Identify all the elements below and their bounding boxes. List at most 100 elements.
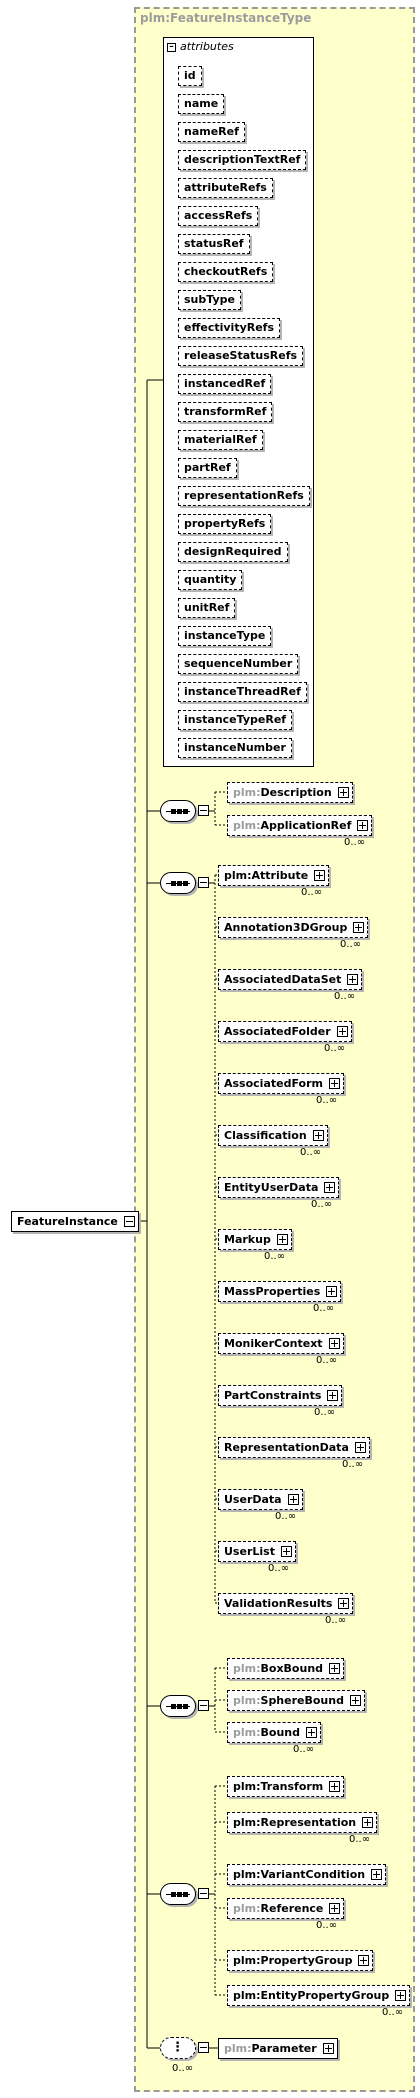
element-name: AssociatedForm xyxy=(224,1077,323,1090)
cardinality-label: 0..∞ xyxy=(275,1511,297,1522)
element-description[interactable]: plm:Description xyxy=(227,782,353,803)
expand-icon[interactable] xyxy=(322,2043,334,2054)
attribute-sequencenumber[interactable]: sequenceNumber xyxy=(178,654,299,674)
expand-icon[interactable] xyxy=(280,1546,292,1557)
element-applicationref[interactable]: plm:ApplicationRef xyxy=(227,815,373,836)
collapse-choice-icon[interactable] xyxy=(198,2042,209,2053)
root-element-featureinstance[interactable]: FeatureInstance xyxy=(11,1211,139,1232)
expand-icon[interactable] xyxy=(347,974,359,985)
element-reference[interactable]: plm:Reference xyxy=(227,1898,345,1919)
expand-icon[interactable] xyxy=(358,1955,370,1966)
attribute-releasestatusrefs[interactable]: releaseStatusRefs xyxy=(178,346,304,366)
element-associatedfolder[interactable]: AssociatedFolder xyxy=(218,1021,352,1042)
element-name: VariantCondition xyxy=(260,1868,366,1881)
element-entityuserdata[interactable]: EntityUserData xyxy=(218,1177,340,1198)
attribute-quantity[interactable]: quantity xyxy=(178,570,243,590)
element-transform[interactable]: plm:Transform xyxy=(227,1776,345,1797)
expand-icon[interactable] xyxy=(329,1781,341,1792)
element-userlist[interactable]: UserList xyxy=(218,1541,296,1562)
expand-icon[interactable] xyxy=(326,1286,338,1297)
element-variantcondition[interactable]: plm:VariantCondition xyxy=(227,1864,387,1885)
choice-compositor-icon[interactable]: ⋮ xyxy=(160,2037,196,2059)
expand-icon[interactable] xyxy=(357,820,369,831)
expand-icon[interactable] xyxy=(353,922,365,933)
attribute-instancethreadref[interactable]: instanceThreadRef xyxy=(178,682,307,702)
attribute-instancetype[interactable]: instanceType xyxy=(178,626,272,646)
attribute-attributerefs[interactable]: attributeRefs xyxy=(178,178,273,198)
expand-icon[interactable] xyxy=(338,1598,350,1609)
attribute-statusref[interactable]: statusRef xyxy=(178,234,250,254)
attribute-designrequired[interactable]: designRequired xyxy=(178,542,288,562)
expand-icon[interactable] xyxy=(395,1990,407,2001)
cardinality-label: 0..∞ xyxy=(324,1043,346,1054)
element-partconstraints[interactable]: PartConstraints xyxy=(218,1385,343,1406)
attribute-accessrefs[interactable]: accessRefs xyxy=(178,206,259,226)
element-associatedform[interactable]: AssociatedForm xyxy=(218,1073,344,1094)
expand-icon[interactable] xyxy=(312,1130,324,1141)
attribute-transformref[interactable]: transformRef xyxy=(178,402,273,422)
attribute-propertyrefs[interactable]: propertyRefs xyxy=(178,514,272,534)
collapse-sequence-icon[interactable] xyxy=(198,1700,209,1711)
attribute-instancetyperef[interactable]: instanceTypeRef xyxy=(178,710,293,730)
collapse-icon[interactable] xyxy=(123,1216,135,1227)
element-prefix: plm: xyxy=(224,869,252,882)
element-entitypropertygroup[interactable]: plm:EntityPropertyGroup xyxy=(227,1985,411,2006)
attribute-subtype[interactable]: subType xyxy=(178,290,241,310)
expand-icon[interactable] xyxy=(349,1695,361,1706)
element-userdata[interactable]: UserData xyxy=(218,1489,303,1510)
attribute-name[interactable]: name xyxy=(178,94,225,114)
expand-icon[interactable] xyxy=(362,1817,374,1828)
cardinality-label: 0..∞ xyxy=(301,887,323,898)
element-validationresults[interactable]: ValidationResults xyxy=(218,1593,354,1614)
collapse-sequence-icon[interactable] xyxy=(198,805,209,816)
attribute-materialref[interactable]: materialRef xyxy=(178,430,263,450)
expand-icon[interactable] xyxy=(324,1182,336,1193)
attribute-instancedref[interactable]: instancedRef xyxy=(178,374,272,394)
element-monikercontext[interactable]: MonikerContext xyxy=(218,1333,344,1354)
attribute-checkoutrefs[interactable]: checkoutRefs xyxy=(178,262,274,282)
expand-icon[interactable] xyxy=(371,1869,383,1880)
expand-icon[interactable] xyxy=(337,787,349,798)
attribute-nameref[interactable]: nameRef xyxy=(178,122,245,142)
expand-icon[interactable] xyxy=(329,1663,341,1674)
element-associateddataset[interactable]: AssociatedDataSet xyxy=(218,969,363,990)
sequence-compositor-icon[interactable] xyxy=(160,1883,196,1905)
sequence-compositor-icon[interactable] xyxy=(160,872,196,894)
attribute-representationrefs[interactable]: representationRefs xyxy=(178,486,310,506)
element-massproperties[interactable]: MassProperties xyxy=(218,1281,342,1302)
element-propertygroup[interactable]: plm:PropertyGroup xyxy=(227,1950,374,1971)
expand-icon[interactable] xyxy=(276,1234,288,1245)
expand-icon[interactable] xyxy=(328,1338,340,1349)
attribute-id[interactable]: id xyxy=(178,66,202,86)
expand-icon[interactable] xyxy=(328,1078,340,1089)
attribute-instancenumber[interactable]: instanceNumber xyxy=(178,738,292,758)
expand-icon[interactable] xyxy=(336,1026,348,1037)
attribute-effectivityrefs[interactable]: effectivityRefs xyxy=(178,318,281,338)
element-annotation3dgroup[interactable]: Annotation3DGroup xyxy=(218,917,369,938)
element-markup[interactable]: Markup xyxy=(218,1229,292,1250)
collapse-sequence-icon[interactable] xyxy=(198,877,209,888)
attribute-unitref[interactable]: unitRef xyxy=(178,598,236,618)
sequence-compositor-icon[interactable] xyxy=(160,800,196,822)
attribute-descriptiontextref[interactable]: descriptionTextRef xyxy=(178,150,307,170)
element-boxbound[interactable]: plm:BoxBound xyxy=(227,1658,345,1679)
element-name: Transform xyxy=(260,1780,324,1793)
expand-icon[interactable] xyxy=(314,870,326,881)
element-spherebound[interactable]: plm:SphereBound xyxy=(227,1690,365,1711)
element-parameter[interactable]: plm:Parameter xyxy=(218,2038,338,2059)
expand-icon[interactable] xyxy=(306,1727,317,1738)
sequence-compositor-icon[interactable] xyxy=(160,1695,196,1717)
element-bound[interactable]: plm:Bound xyxy=(227,1722,321,1743)
element-representationdata[interactable]: RepresentationData xyxy=(218,1437,370,1458)
element-attribute[interactable]: plm:Attribute xyxy=(218,865,330,886)
expand-icon[interactable] xyxy=(354,1442,366,1453)
cardinality-label: 0..∞ xyxy=(382,2007,404,2018)
collapse-attributes-icon[interactable]: – xyxy=(167,43,176,52)
collapse-sequence-icon[interactable] xyxy=(198,1888,209,1899)
attribute-partref[interactable]: partRef xyxy=(178,458,237,478)
expand-icon[interactable] xyxy=(329,1903,341,1914)
expand-icon[interactable] xyxy=(327,1390,339,1401)
element-classification[interactable]: Classification xyxy=(218,1125,328,1146)
expand-icon[interactable] xyxy=(287,1494,299,1505)
element-representation[interactable]: plm:Representation xyxy=(227,1812,378,1833)
